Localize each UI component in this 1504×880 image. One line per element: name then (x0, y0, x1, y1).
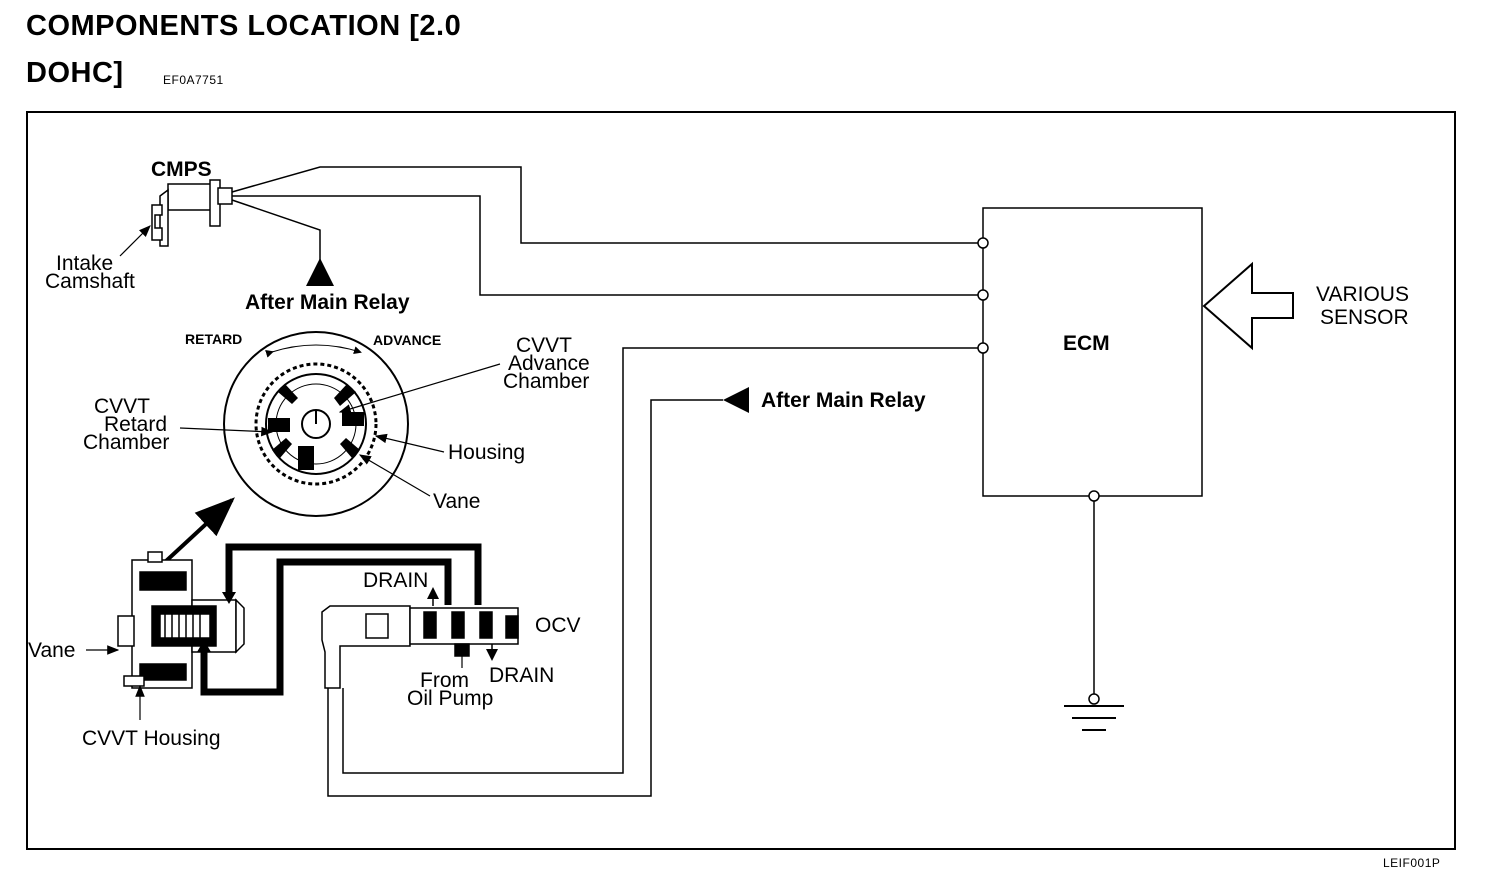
document-code: EF0A7751 (163, 73, 224, 87)
after-main-relay-top: After Main Relay (245, 291, 410, 314)
wire-ecm-ocv (342, 347, 978, 774)
vane-top-label: Vane (433, 490, 481, 513)
ocv-label: OCV (535, 614, 581, 637)
after-main-relay-mid: After Main Relay (761, 389, 926, 412)
various-sensor-arrow (1202, 261, 1294, 351)
wire-cmps-relay (231, 199, 321, 262)
ecm-label: ECM (1063, 332, 1110, 355)
cvvt-actuator (117, 551, 245, 689)
from-label: From (420, 669, 469, 692)
camshaft-label: Camshaft (45, 270, 135, 293)
intake-label: Intake (56, 252, 113, 275)
cmps-label: CMPS (151, 158, 212, 181)
relay-triangle-mid (723, 387, 749, 413)
ecm-terminal-ground (1088, 490, 1100, 502)
drain-bottom-label: DRAIN (489, 664, 554, 687)
page-title-line1: COMPONENTS LOCATION [2.0 (26, 10, 462, 42)
cvvt-detail (223, 331, 409, 517)
retard-label: RETARD (185, 331, 242, 347)
cvvt-advance-label-2: Advance (508, 352, 590, 375)
wire-relay-ocv (327, 399, 723, 797)
cvvt-housing-label: CVVT Housing (82, 727, 221, 750)
oil-pump-label: Oil Pump (407, 687, 493, 710)
vane-left-label: Vane (28, 639, 76, 662)
cvvt-retard-label-2: Retard (104, 413, 167, 436)
cmps-sensor (151, 179, 233, 247)
ecm-terminal-3 (977, 342, 989, 354)
cvvt-retard-label-3: Chamber (83, 431, 169, 454)
figure-code: LEIF001P (1383, 856, 1441, 870)
oil-line-advance (225, 543, 482, 605)
ecm-terminal-1 (977, 237, 989, 249)
various-label: VARIOUS (1316, 283, 1409, 306)
oil-line-retard (200, 558, 452, 696)
page-title-line2: DOHC] (26, 57, 124, 89)
ocv-valve (321, 605, 519, 689)
housing-label: Housing (448, 441, 525, 464)
diagram-frame (26, 111, 1456, 850)
cvvt-advance-label-3: Chamber (503, 370, 589, 393)
cvvt-advance-label-1: CVVT (516, 334, 572, 357)
ecm-terminal-2 (977, 289, 989, 301)
relay-triangle-top (306, 258, 334, 286)
cvvt-retard-label-1: CVVT (94, 395, 150, 418)
sensor-label: SENSOR (1320, 306, 1409, 329)
wire-cmps-ecm-2 (232, 195, 978, 296)
advance-label: ADVANCE (373, 332, 441, 348)
drain-top-label: DRAIN (363, 569, 428, 592)
ground-symbol (1064, 705, 1124, 731)
wire-cmps-ecm-1 (231, 166, 978, 244)
